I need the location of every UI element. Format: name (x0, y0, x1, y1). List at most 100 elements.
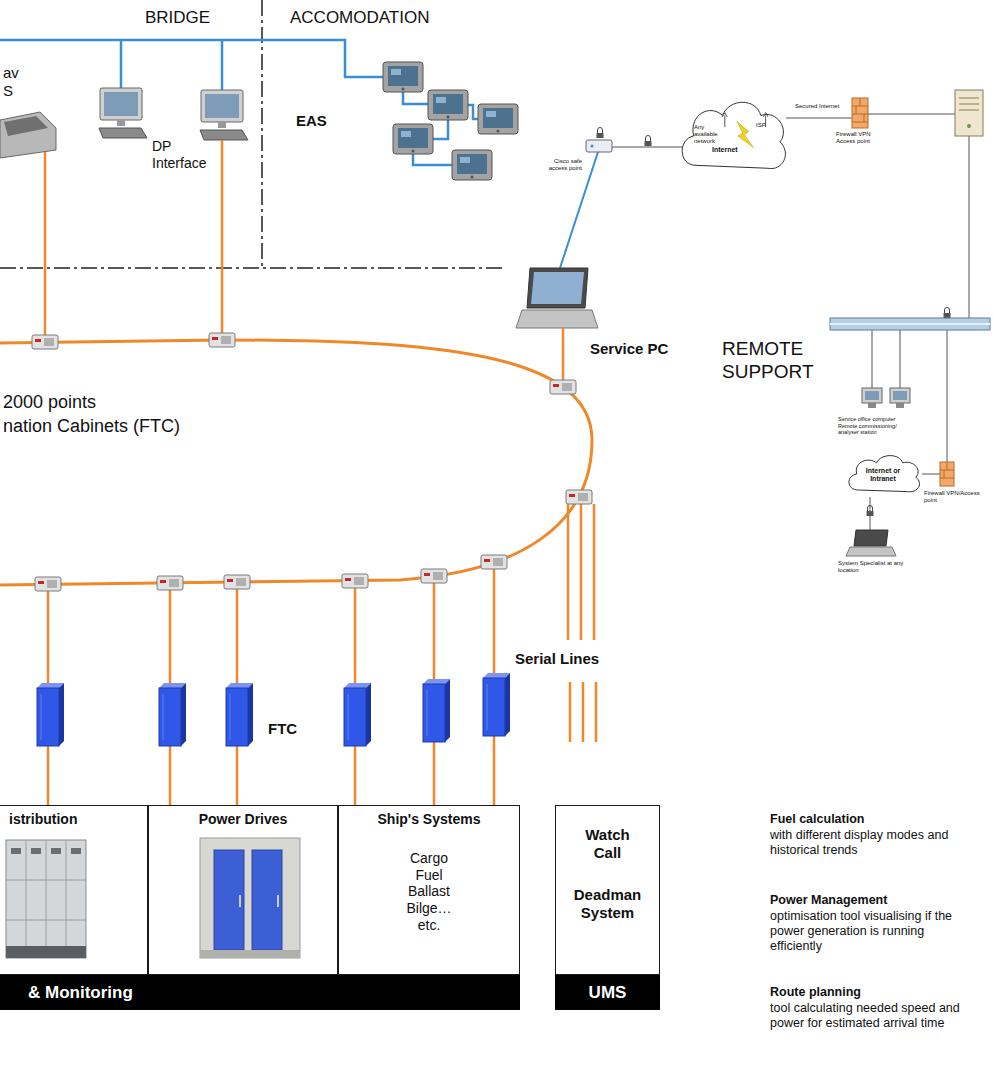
node-title: & Monitoring (0, 975, 520, 1010)
network-switch (566, 490, 592, 504)
node-text: Deadman System (574, 886, 642, 922)
ftc-cabinet (483, 673, 510, 736)
drop-line (593, 504, 596, 640)
eas-panel (452, 150, 492, 180)
device-label: Cisco safe access point (538, 158, 582, 172)
node-title: istribution (0, 811, 147, 828)
drop-line (44, 152, 47, 335)
network-backbone (830, 323, 990, 325)
device-label: Service PC (590, 340, 668, 358)
feature-text: with different display modes and histori… (770, 828, 970, 858)
firewall-icon (852, 98, 868, 128)
office-computer (890, 388, 910, 403)
eas-panel (383, 62, 518, 180)
remote-network (872, 330, 873, 388)
drive-picture (252, 850, 282, 950)
bridge-network (413, 154, 452, 165)
workstation-label: DP Interface (152, 138, 206, 172)
workstation (99, 88, 147, 138)
drive-picture (239, 895, 241, 907)
office-computer (893, 391, 907, 400)
system-box: Ship's SystemsCargo Fuel Ballast Bilge…e… (338, 805, 520, 975)
feature-title: Power Management (770, 893, 887, 908)
system-box: Power Drives (148, 805, 338, 975)
drop-line (236, 746, 239, 805)
network-switch (32, 333, 592, 591)
drop-line (169, 590, 172, 683)
drop-line (221, 140, 224, 333)
network-switch (35, 577, 61, 591)
drop-line (236, 589, 239, 683)
service-laptop (516, 268, 598, 328)
remote-network (900, 330, 901, 388)
feature-text: optimisation tool visualising if the pow… (770, 909, 970, 954)
eas-panel (393, 124, 433, 154)
device-label: Firewall VPN/Access point (924, 490, 986, 504)
drop-line (433, 583, 436, 679)
bridge-network (0, 40, 383, 77)
server-icon (955, 90, 983, 136)
cloud-outline (672, 92, 792, 180)
nav-console (0, 112, 56, 158)
office-computer (862, 388, 910, 408)
bridge-network (403, 92, 428, 104)
drive-picture (214, 850, 244, 950)
node-text: Internet (712, 146, 738, 154)
bus-label: Serial Lines (515, 650, 599, 668)
firewall-icon (852, 98, 868, 122)
drop-line (45, 140, 596, 805)
workstation (99, 88, 248, 140)
office-computer (868, 403, 876, 408)
remote-network (922, 474, 940, 475)
firewall-icon (940, 462, 954, 486)
server-icon (967, 124, 971, 128)
drop-line (580, 504, 583, 640)
switchboard-picture (71, 848, 81, 854)
eas-panel (383, 62, 423, 92)
network-backbone (830, 318, 990, 330)
node-text: ISP (756, 122, 766, 129)
lock-icon (867, 506, 874, 517)
firewall-icon (940, 462, 954, 478)
ums-box: Watch CallDeadman System (555, 805, 660, 975)
zone-divider (0, 0, 505, 268)
drop-line (582, 682, 585, 742)
zone-title: BRIDGE (145, 8, 210, 28)
category-band: UMS (555, 975, 660, 1010)
switchboard-picture (6, 840, 86, 958)
link-symbol (737, 121, 754, 147)
node-title: UMS (555, 975, 660, 1010)
bridge-network (120, 40, 123, 88)
bridge-network (221, 40, 224, 90)
cabinet-label: FTC (268, 720, 297, 738)
eas-panel (428, 90, 468, 120)
office-computer (896, 403, 904, 408)
network-switch (209, 333, 235, 347)
remote-network (612, 147, 690, 148)
ftc-cabinet (226, 683, 253, 746)
service-laptop (516, 310, 598, 328)
ftc-cabinet (423, 679, 450, 742)
switchboard-picture (6, 840, 86, 958)
access-point (586, 140, 612, 152)
drive-picture (200, 838, 300, 958)
drop-line (595, 682, 598, 742)
drop-line (354, 746, 357, 805)
bridge-network (468, 105, 478, 119)
bridge-network (433, 120, 448, 139)
zone-divider (0, 267, 505, 269)
switchboard-picture (11, 848, 21, 854)
network-cloud: Any available networkISPInternet (672, 92, 792, 180)
nav-console (4, 116, 48, 136)
drop-line (169, 746, 172, 805)
section-title: REMOTE SUPPORT (722, 338, 814, 384)
specialist-laptop (846, 530, 896, 556)
remote-network (969, 136, 970, 318)
access-point (586, 140, 612, 152)
drive-picture (200, 950, 300, 958)
workstation (200, 90, 248, 140)
drop-line (354, 588, 357, 683)
device-label: System Specialist at any location (838, 560, 914, 574)
office-computer (865, 391, 879, 400)
